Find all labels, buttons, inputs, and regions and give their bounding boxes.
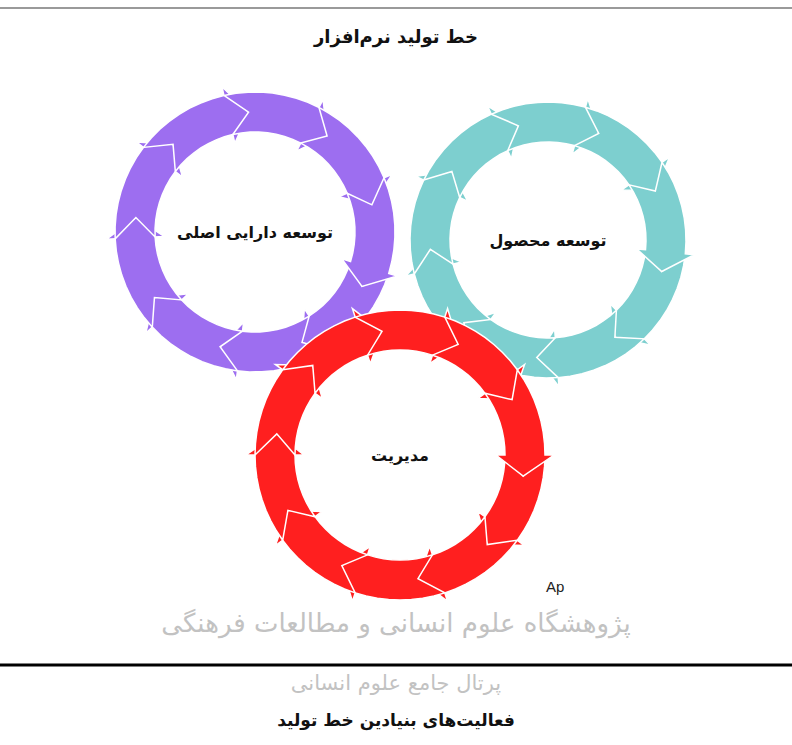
diagram-title: خط تولید نرم‌افزار [0,26,792,47]
arrow-segment [485,370,554,476]
top-rule [0,7,792,9]
ring-label: توسعه دارایی اصلی [177,223,333,242]
watermark: پژوهشگاه علوم انسانی و مطالعات فرهنگی [0,608,792,638]
arrow-segment [146,294,243,371]
arrow-segment [342,178,397,287]
ring-label: توسعه محصول [489,231,606,250]
arrow-segment [255,364,322,455]
cycle-ring: مدیریت [255,310,545,600]
bottom-rule [0,664,792,667]
ring-hole: مدیریت [255,310,545,600]
figure-tag: Ap [546,578,564,595]
arrow-segment [629,162,694,271]
watermark: پرتال جامع علوم انسانی [0,671,792,695]
arrow-segment [432,317,524,400]
arrow-segment [275,510,367,593]
arrow-segment [575,107,670,191]
figure-caption: فعالیت‌های بنیادین خط تولید [0,710,792,730]
arrow-segment [115,142,182,239]
ring-label: مدیریت [371,446,429,465]
